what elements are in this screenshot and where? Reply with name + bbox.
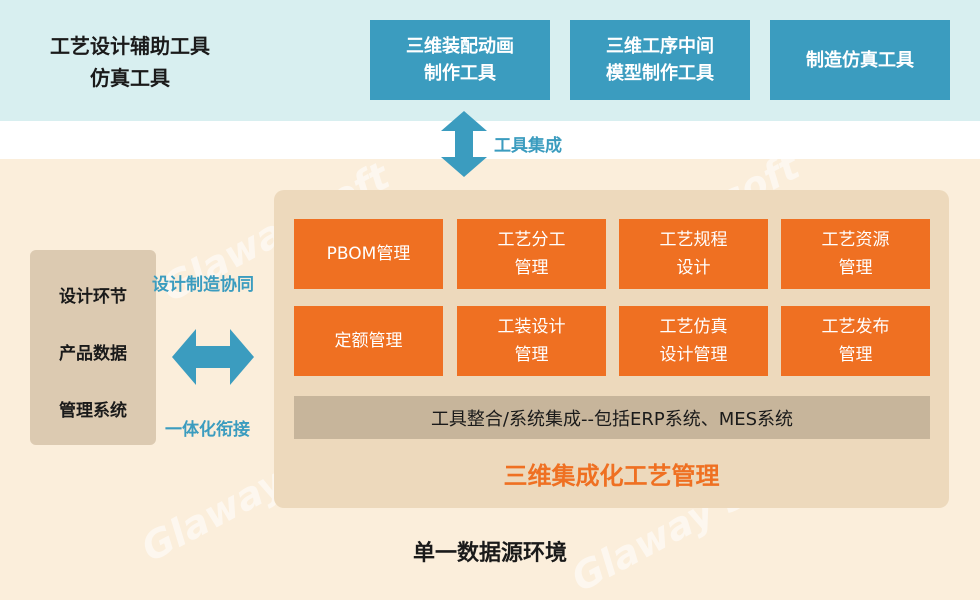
module-quota: 定额管理 — [294, 306, 443, 376]
left-system-line: 设计环节 — [59, 287, 127, 307]
module-label: 定额管理 — [334, 331, 403, 351]
module-label: 管理 — [838, 258, 873, 278]
module-process-planning: 工艺规程 设计 — [619, 219, 768, 289]
module-label: 工艺规程 — [659, 230, 728, 250]
integration-bar-label: 工具整合/系统集成--包括ERP系统、MES系统 — [430, 408, 794, 430]
module-label: 管理 — [514, 258, 549, 278]
tool-label: 模型制作工具 — [606, 63, 714, 84]
left-system-line: 管理系统 — [59, 401, 127, 421]
header-title-line: 工艺设计辅助工具 — [50, 34, 210, 58]
left-system-line: 产品数据 — [59, 344, 127, 364]
module-label: 工艺发布 — [821, 317, 890, 337]
tool-label: 三维装配动画 — [406, 36, 514, 57]
left-system-box: 设计环节 产品数据 管理系统 — [30, 250, 156, 445]
tool-assembly-animation: 三维装配动画 制作工具 — [370, 20, 550, 100]
header-title-line: 仿真工具 — [90, 66, 170, 90]
tool-label: 制作工具 — [424, 63, 496, 84]
module-process-release: 工艺发布 管理 — [781, 306, 930, 376]
module-label: 设计管理 — [659, 345, 728, 365]
module-label: 工艺仿真 — [659, 317, 728, 337]
module-label: PBOM管理 — [326, 244, 411, 264]
module-label: 设计 — [676, 258, 711, 278]
module-label: 工艺分工 — [497, 230, 566, 250]
tool-label: 三维工序中间 — [606, 36, 714, 57]
tool-label: 制造仿真工具 — [806, 49, 914, 71]
module-label: 工装设计 — [497, 317, 566, 337]
header-title: 工艺设计辅助工具 仿真工具 — [20, 30, 240, 94]
horizontal-double-arrow-icon — [172, 329, 254, 385]
module-process-resources: 工艺资源 管理 — [781, 219, 930, 289]
module-label: 管理 — [514, 345, 549, 365]
environment-label: 单一数据源环境 — [412, 541, 567, 566]
integration-connect-label: 一体化衔接 — [165, 420, 250, 440]
separator-band — [0, 121, 980, 159]
collaboration-label: 设计制造协同 — [152, 275, 254, 295]
vertical-double-arrow-icon — [441, 111, 487, 177]
main-panel-title: 三维集成化工艺管理 — [503, 462, 720, 490]
module-pbom: PBOM管理 — [294, 219, 443, 289]
system-integration-bar: 工具整合/系统集成--包括ERP系统、MES系统 — [294, 396, 930, 439]
module-tooling-design: 工装设计 管理 — [457, 306, 606, 376]
tool-process-model: 三维工序中间 模型制作工具 — [570, 20, 750, 100]
tool-integration-label: 工具集成 — [494, 136, 562, 156]
module-label: 工艺资源 — [821, 230, 890, 250]
module-process-simulation: 工艺仿真 设计管理 — [619, 306, 768, 376]
module-label: 管理 — [838, 345, 873, 365]
module-process-division: 工艺分工 管理 — [457, 219, 606, 289]
tool-manufacturing-simulation: 制造仿真工具 — [770, 20, 950, 100]
